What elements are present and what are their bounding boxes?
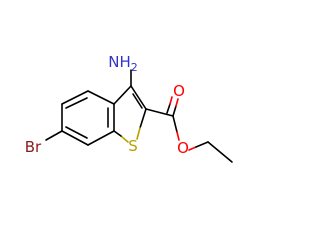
- bond-ester-o-ch2-oxygen-half: [188, 146, 197, 151]
- bond-s-c7a-carbon-half: [113, 130, 122, 137]
- amine-nitrogen-label: NH2: [108, 53, 138, 74]
- bond-c2-s-sulfur-half: [136, 127, 141, 140]
- ethyl-3-amino-6-bromobenzothiophene-2-carboxylate-structure: NH2 Br S O O: [25, 53, 233, 163]
- bond-carbonyl-c-o-double-inner-carbon-half: [166, 103, 171, 114]
- bond-c3-c2: [130, 85, 147, 110]
- bond-carbonyl-c-ester-o-carbon-half: [172, 115, 178, 133]
- bromine-label: Br: [25, 138, 42, 156]
- thiophene-ring: [113, 85, 147, 143]
- bond-c2-carbonyl-carbon: [145, 108, 174, 117]
- bond-carbonyl-c-o-double-carbon-half: [172, 105, 177, 117]
- bond-carbonyl-c-ester-o-oxygen-half: [176, 131, 180, 141]
- bond-carbonyl-c-o-double-oxygen-half: [175, 98, 179, 107]
- bond-c4-c5: [61, 90, 89, 105]
- bond-c6-c7: [61, 130, 89, 146]
- amine-h-count: 2: [131, 61, 138, 74]
- sulfur-label: S: [128, 137, 138, 155]
- amine-h-symbol: H: [119, 53, 130, 71]
- ester-oxygen-label: O: [177, 139, 189, 157]
- bond-s-c7a-sulfur-half: [120, 135, 129, 143]
- bond-c6-br: [45, 130, 63, 141]
- bond-c4-c5-inner: [65, 97, 88, 109]
- benzene-ring: [61, 90, 115, 146]
- amine-n-symbol: N: [108, 53, 119, 71]
- bond-carbonyl-c-o-double-inner-oxygen-half: [169, 96, 173, 105]
- carbonyl-oxygen-label: O: [173, 82, 185, 100]
- substituents: [45, 69, 233, 163]
- bond-c3-c2-inner: [132, 93, 143, 109]
- bond-c7-c7a: [87, 130, 115, 146]
- bond-ester-o-ch2-carbon-half: [195, 141, 209, 148]
- bond-ch2-ch3: [207, 141, 233, 163]
- bond-c3a-c4: [87, 90, 115, 105]
- bond-c2-s-carbon-half: [139, 108, 147, 129]
- bond-c6-c7-inner: [65, 126, 88, 139]
- atom-labels: NH2 Br S O O: [25, 53, 189, 157]
- bond-c3a-c3: [113, 85, 132, 105]
